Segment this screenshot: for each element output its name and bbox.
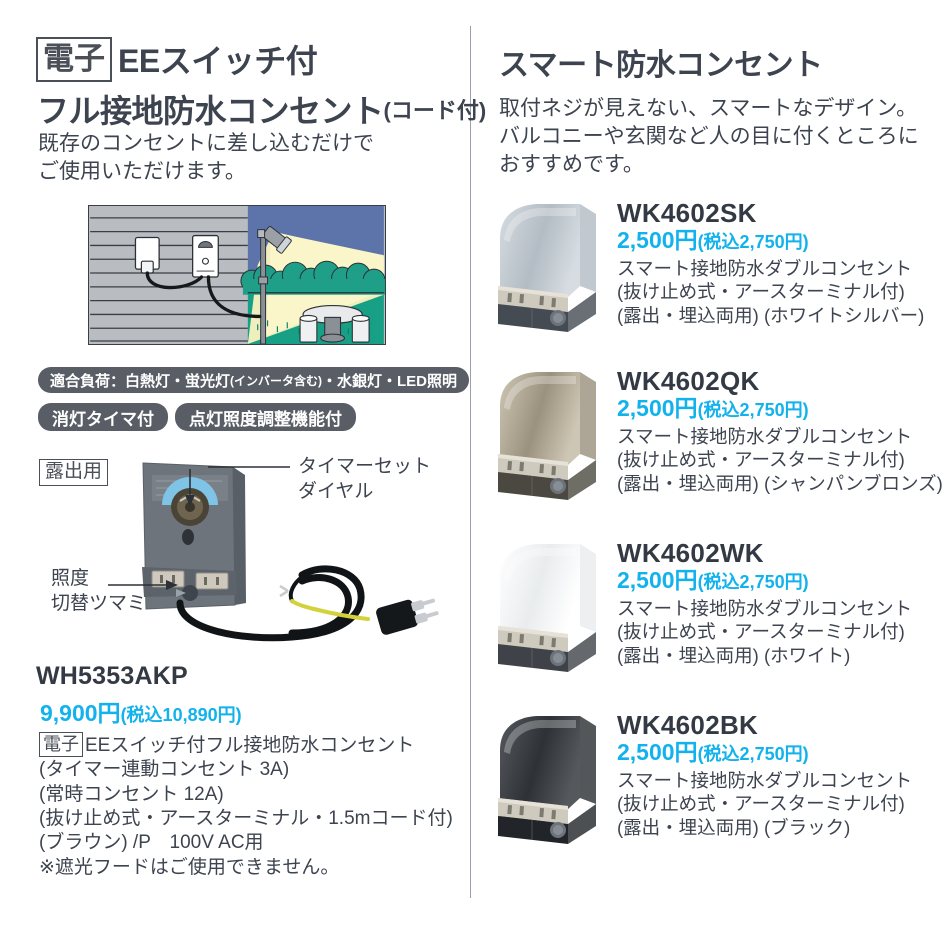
- callout-lux-line2: 切替ツマミ: [51, 592, 147, 614]
- product-model: WK4602BK: [617, 710, 759, 740]
- product-price-tax: (税込2,750円): [697, 400, 809, 421]
- product-model: WK4602QK: [617, 366, 760, 396]
- left-spec-line2: (タイマー連動コンセント 3A): [39, 759, 290, 781]
- badge-lux-adjust: 点灯照度調整機能付: [175, 403, 356, 431]
- left-heading-line2: フル接地防水コンセント (コード付): [37, 86, 486, 132]
- left-heading-main: EEスイッチ付: [118, 43, 318, 79]
- callout-timer-dial: タイマーセット ダイヤル: [298, 455, 431, 504]
- badge-load-suffix: ・水銀灯・LED照明: [322, 372, 458, 390]
- product-photo-area: 露出用: [30, 445, 470, 645]
- left-heading-suffix: (コード付): [383, 98, 487, 123]
- product-price: 2,500円(税込2,750円): [617, 567, 947, 593]
- product-image: [496, 712, 608, 848]
- badge-compatible-load: 適合負荷：白熱灯・蛍光灯(インバータ含む)・水銀灯・LED照明: [38, 367, 470, 393]
- product-desc-line2: (抜け止め式・アースターミナル付): [617, 281, 905, 303]
- product-desc-line2: (抜け止め式・アースターミナル付): [617, 449, 905, 471]
- product-price: 2,500円(税込2,750円): [617, 739, 947, 765]
- left-spec-line5: (ブラウン) /P 100V AC用: [39, 832, 264, 854]
- callout-lux-knob: 照度 切替ツマミ: [51, 567, 146, 616]
- right-lead: 取付ネジが見えない、スマートなデザイン。 バルコニーや玄関など人の目に付くところ…: [499, 95, 919, 179]
- product-desc-line3: (露出・埋込両用) (ブラック): [617, 816, 851, 838]
- product-image: [496, 540, 608, 676]
- left-heading-line1: 電子 EEスイッチ付: [36, 36, 318, 82]
- left-spec-line1-text: EEスイッチ付フル接地防水コンセント: [85, 735, 415, 756]
- left-price-value: 9,900円: [40, 700, 121, 726]
- left-spec-line6: ※遮光フードはご使用できません。: [39, 856, 340, 878]
- product-desc-line1: スマート接地防水ダブルコンセント: [617, 425, 913, 447]
- product-desc-line2: (抜け止め式・アースターミナル付): [617, 621, 905, 643]
- right-column: スマート防水コンセント 取付ネジが見えない、スマートなデザイン。 バルコニーや玄…: [471, 0, 949, 927]
- product-price-tax: (税込2,750円): [697, 572, 809, 593]
- product-image-svg: [498, 372, 596, 500]
- usage-illustration-svg: [90, 206, 385, 344]
- product-price-tax: (税込2,750円): [697, 744, 809, 765]
- left-lead: 既存のコンセントに差し込むだけで ご使用いただけます。: [38, 130, 374, 186]
- usage-illustration: [88, 205, 386, 345]
- product-image: [496, 368, 608, 504]
- left-product-price: 9,900円(税込10,890円): [40, 694, 453, 728]
- badge-load-paren: (インバータ含む): [230, 373, 323, 388]
- product-price-value: 2,500円: [617, 567, 698, 594]
- callout-timer-line2: ダイヤル: [298, 480, 374, 502]
- product-price-value: 2,500円: [617, 395, 698, 422]
- product-price-tax: (税込2,750円): [697, 232, 809, 253]
- callout-lux-line1: 照度: [51, 568, 90, 589]
- right-heading: スマート防水コンセント: [499, 49, 823, 82]
- left-column: 電子 EEスイッチ付 フル接地防水コンセント (コード付) 既存のコンセントに差…: [0, 0, 486, 927]
- product-desc-line1: スマート接地防水ダブルコンセント: [617, 257, 913, 279]
- right-lead-line1: 取付ネジが見えない、スマートなデザイン。: [499, 97, 918, 120]
- product-model: WK4602WK: [617, 538, 764, 568]
- badge-off-timer: 消灯タイマ付: [38, 403, 168, 431]
- product-photo-svg: [142, 462, 439, 642]
- product-price-value: 2,500円: [617, 739, 698, 766]
- left-lead-line1: 既存のコンセントに差し込むだけで: [38, 132, 374, 155]
- right-lead-line2: バルコニーや玄関など人の目に付くところに: [499, 125, 919, 149]
- left-spec-line3: (常時コンセント 12A): [39, 783, 224, 805]
- badge-load-prefix: 適合負荷：白熱灯・蛍光灯: [50, 372, 231, 390]
- callout-timer-line1: タイマーセット: [298, 456, 432, 477]
- product-desc-line2: (抜け止め式・アースターミナル付): [617, 793, 905, 815]
- left-lead-line2: ご使用いただけます。: [38, 160, 246, 184]
- spec-denshi-tag: 電子: [39, 732, 83, 757]
- left-price-tax: (税込10,890円): [120, 705, 242, 725]
- denshi-tag: 電子: [36, 36, 112, 82]
- product-image-svg: [498, 544, 596, 672]
- left-spec-line4: (抜け止め式・アースターミナル・1.5mコード付): [39, 807, 453, 829]
- callout-lines: [108, 466, 290, 590]
- left-product-model: WH5353AKP: [36, 662, 188, 690]
- product-price-value: 2,500円: [617, 227, 698, 254]
- product-image: [496, 200, 608, 336]
- product-desc-line1: スマート接地防水ダブルコンセント: [617, 769, 913, 791]
- product-image-svg: [498, 204, 596, 332]
- exposed-type-tag: 露出用: [39, 459, 109, 486]
- product-model: WK4602SK: [617, 198, 757, 228]
- column-divider: [470, 26, 471, 898]
- product-image-svg: [498, 716, 596, 844]
- product-desc-line3: (露出・埋込両用) (ホワイト): [617, 644, 851, 666]
- product-desc-line1: スマート接地防水ダブルコンセント: [617, 597, 913, 619]
- product-desc-line3: (露出・埋込両用) (ホワイトシルバー): [617, 304, 925, 326]
- product-desc-line3: (露出・埋込両用) (シャンパンブロンズ): [617, 472, 943, 494]
- right-lead-line3: おすすめです。: [499, 153, 644, 177]
- product-price: 2,500円(税込2,750円): [617, 227, 947, 253]
- left-heading-main2: フル接地防水コンセント: [37, 93, 384, 129]
- product-price: 2,500円(税込2,750円): [617, 395, 947, 421]
